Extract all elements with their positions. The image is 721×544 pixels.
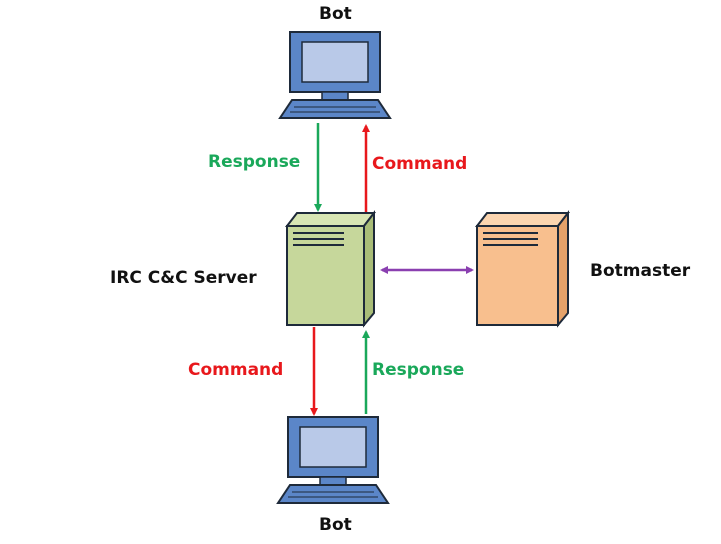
botmaster-tower-icon [474,210,571,328]
cc-server-label: IRC C&C Server [110,268,257,288]
bot-top-computer-icon [278,31,392,119]
cc-server-tower-icon [284,210,377,328]
bottom-response-label: Response [372,360,465,380]
bottom-command-label: Command [188,360,284,380]
bot-bottom-computer-icon [276,416,390,504]
bot-bottom-label: Bot [319,515,352,535]
bot-top-label: Bot [319,4,352,24]
botmaster-label: Botmaster [590,261,691,281]
top-command-label: Command [372,154,468,174]
top-response-label: Response [208,152,301,172]
